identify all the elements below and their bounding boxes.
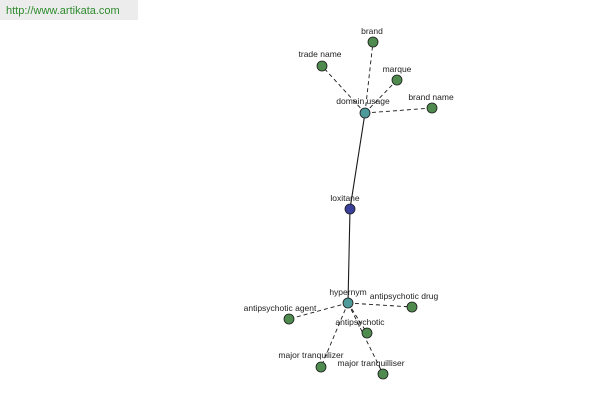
graph-edges xyxy=(288,41,433,375)
hub-label-domain-usage: domain usage xyxy=(336,96,390,106)
leaf-label-antipsychotic-agent: antipsychotic agent xyxy=(244,303,317,313)
leaf-label-antipsychotic-drug: antipsychotic drug xyxy=(370,291,439,301)
leaf-label-major-tranquilliser: major tranquilliser xyxy=(337,358,404,368)
leaf-label-marque: marque xyxy=(383,64,412,74)
leaf-node-brand-name[interactable] xyxy=(426,102,438,114)
leaf-node-major-tranquilliser[interactable] xyxy=(377,368,389,380)
leaf-node-antipsychotic-agent[interactable] xyxy=(283,313,295,325)
leaf-node-major-tranquilizer[interactable] xyxy=(315,361,327,373)
edge-domain-usage-marque xyxy=(364,79,398,114)
edge-hypernym-antipsychotic-agent xyxy=(288,302,349,320)
leaf-label-brand-name: brand name xyxy=(408,92,454,102)
leaf-node-antipsychotic[interactable] xyxy=(361,327,373,339)
graph-labels: brand trade name marque brand name domain us… xyxy=(244,26,454,368)
leaf-label-brand: brand xyxy=(361,26,383,36)
leaf-node-antipsychotic-drug[interactable] xyxy=(406,301,418,313)
leaf-label-major-tranquilizer: major tranquilizer xyxy=(278,350,343,360)
leaf-label-antipsychotic: antipsychotic xyxy=(335,317,385,327)
hub-node-domain-usage[interactable] xyxy=(359,107,371,119)
edge-hypernym-antipsychotic xyxy=(347,302,368,334)
hub-node-hypernym[interactable] xyxy=(342,297,354,309)
leaf-label-trade-name: trade name xyxy=(299,49,342,59)
edge-domain-usage-trade-name xyxy=(321,65,366,114)
edge-domain-usage-brand-name xyxy=(364,107,433,114)
center-label-loxitane: loxitane xyxy=(330,193,360,203)
url-watermark: http://www.artikata.com xyxy=(0,0,138,20)
edge-hypernym-antipsychotic-drug xyxy=(347,302,413,308)
edge-center-hypernym xyxy=(347,208,351,304)
center-node-loxitane[interactable] xyxy=(344,203,356,215)
edge-center-domain-usage xyxy=(349,112,366,210)
edge-hypernym-major-tranquilliser xyxy=(347,302,384,375)
hub-label-hypernym: hypernym xyxy=(329,287,366,297)
leaf-node-marque[interactable] xyxy=(391,74,403,86)
leaf-node-trade-name[interactable] xyxy=(316,60,328,72)
leaf-node-brand[interactable] xyxy=(367,36,379,48)
edge-domain-usage-brand xyxy=(364,41,374,114)
edge-hypernym-major-tranquilizer xyxy=(320,302,349,368)
graph-nodes xyxy=(283,36,438,380)
